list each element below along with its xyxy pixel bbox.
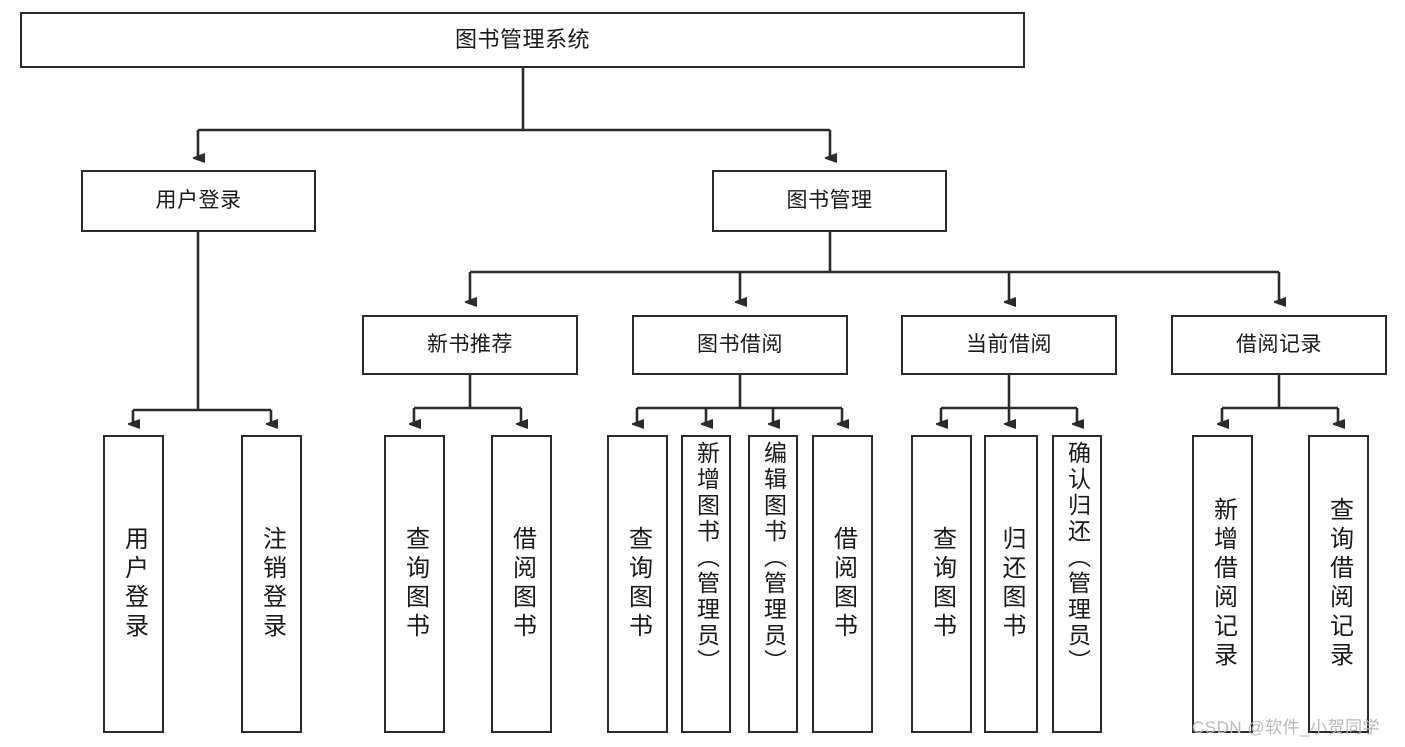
node-leaf-query-borrow-record[interactable]: 查询借阅记录 (1308, 435, 1369, 733)
node-label: 图书管理 (786, 188, 873, 212)
node-leaf-borrow-book-1[interactable]: 借阅图书 (491, 435, 552, 733)
node-label: 查询图书 (401, 526, 429, 642)
node-label: 图书借阅 (697, 332, 783, 356)
node-leaf-add-borrow-record[interactable]: 新增借阅记录 (1192, 435, 1253, 733)
node-label: 确认归还（管理员） (1064, 441, 1091, 675)
node-leaf-borrow-book-2[interactable]: 借阅图书 (812, 435, 873, 733)
node-label: 图书管理系统 (454, 27, 590, 53)
node-book-manage[interactable]: 图书管理 (712, 170, 947, 232)
node-label: 用户登录 (120, 526, 148, 642)
node-leaf-return-book[interactable]: 归还图书 (984, 435, 1038, 733)
node-leaf-logout-login[interactable]: 注销登录 (241, 435, 302, 733)
node-label: 借阅图书 (829, 526, 857, 642)
node-leaf-edit-book-admin[interactable]: 编辑图书（管理员） (748, 435, 798, 733)
node-user-login[interactable]: 用户登录 (81, 170, 316, 232)
node-label: 新书推荐 (427, 332, 513, 356)
node-label: 查询图书 (624, 526, 652, 642)
node-leaf-user-login[interactable]: 用户登录 (103, 435, 164, 733)
node-borrow-record[interactable]: 借阅记录 (1171, 315, 1387, 375)
node-label: 编辑图书（管理员） (760, 441, 787, 675)
node-book-borrow[interactable]: 图书借阅 (632, 315, 848, 375)
node-leaf-confirm-return-admin[interactable]: 确认归还（管理员） (1052, 435, 1102, 733)
csdn-watermark: CSDN @软件_小贺同学 (1192, 718, 1381, 737)
node-label: 当前借阅 (966, 332, 1052, 356)
node-label: 新增借阅记录 (1209, 497, 1237, 671)
node-label: 用户登录 (155, 188, 242, 212)
node-label: 新增图书（管理员） (693, 441, 720, 675)
node-leaf-query-book-3[interactable]: 查询图书 (911, 435, 972, 733)
node-label: 注销登录 (258, 526, 286, 642)
node-current-borrow[interactable]: 当前借阅 (901, 315, 1117, 375)
node-label: 查询借阅记录 (1325, 497, 1353, 671)
node-leaf-query-book-1[interactable]: 查询图书 (384, 435, 445, 733)
node-leaf-query-book-2[interactable]: 查询图书 (607, 435, 668, 733)
node-book-management-system[interactable]: 图书管理系统 (20, 12, 1025, 68)
node-label: 归还图书 (998, 526, 1025, 642)
node-leaf-add-book-admin[interactable]: 新增图书（管理员） (681, 435, 731, 733)
node-label: 借阅记录 (1236, 332, 1322, 356)
node-label: 借阅图书 (508, 526, 536, 642)
node-new-book-recommend[interactable]: 新书推荐 (362, 315, 578, 375)
node-label: 查询图书 (928, 526, 956, 642)
